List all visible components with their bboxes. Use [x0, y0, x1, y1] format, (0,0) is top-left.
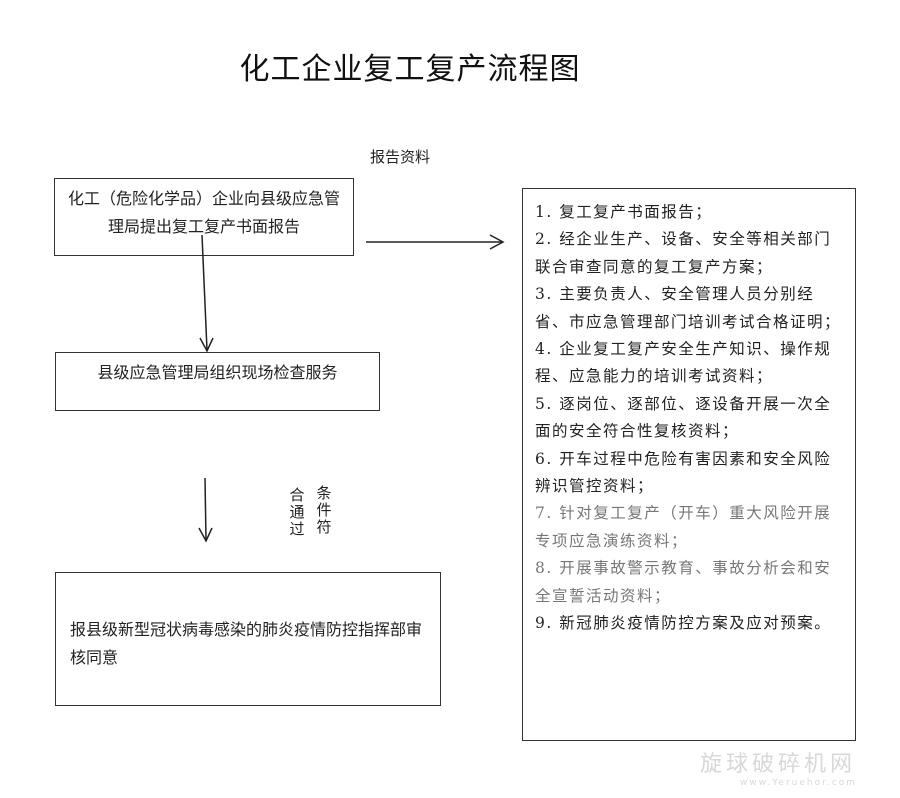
materials-list-box: 1. 复工复产书面报告； 2. 经企业生产、设备、安全等相关部门联合审查同意的复… — [522, 188, 856, 741]
materials-item: 5. 逐岗位、逐部位、逐设备开展一次全面的安全符合性复核资料； — [535, 394, 832, 441]
condition-label-col1: 条件符 — [316, 484, 332, 536]
arrow-to-inspection — [199, 234, 214, 353]
materials-item: 8. 开展事故警示教育、事故分析会和安全宣誓活动资料； — [535, 559, 832, 605]
arrow-to-materials — [366, 234, 505, 250]
materials-item: 3. 主要负责人、安全管理人员分别经省、市应急管理部门培训考试合格证明； — [535, 285, 842, 331]
materials-item: 6. 开车过程中危险有害因素和安全风险辨识管控资料； — [535, 449, 832, 496]
arrow-label-report-materials: 报告资料 — [370, 148, 431, 166]
materials-item: 9. 新冠肺炎疫情防控方案及应对预案。 — [535, 614, 832, 633]
condition-label-col2: 合通过 — [289, 486, 305, 538]
materials-item: 7. 针对复工复产（开车）重大风险开展专项应急演练资料； — [535, 504, 832, 550]
materials-item: 4. 企业复工复产安全生产知识、操作规程、应急能力的培训考试资料； — [535, 340, 832, 386]
page-title: 化工企业复工复产流程图 — [239, 52, 581, 87]
materials-item: 2. 经企业生产、设备、安全等相关部门联合审查同意的复工复产方案； — [535, 230, 832, 276]
step-submit-report: 化工（危险化学品）企业向县级应急管理局提出复工复产书面报告 — [54, 178, 354, 256]
arrow-to-approval — [198, 477, 213, 543]
step-site-inspection: 县级应急管理局组织现场检查服务 — [55, 352, 380, 411]
materials-item: 1. 复工复产书面报告； — [535, 203, 713, 221]
step-epidemic-approval: 报县级新型冠状病毒感染的肺炎疫情防控指挥部审核同意 — [55, 572, 441, 706]
step-epidemic-approval-text: 报县级新型冠状病毒感染的肺炎疫情防控指挥部审核同意 — [70, 620, 423, 667]
